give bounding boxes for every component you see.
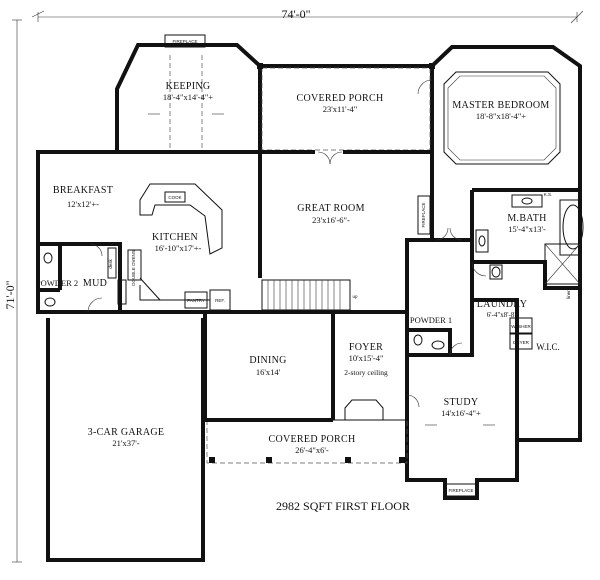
- master-bedroom-name: MASTER BEDROOM: [452, 100, 549, 111]
- floor-title: 2982 SQFT FIRST FLOOR: [276, 499, 410, 513]
- mud-name: MUD: [83, 278, 107, 289]
- ceiling-arrows: [148, 113, 495, 426]
- rear-porch-name: COVERED PORCH: [297, 93, 384, 104]
- front-porch-dim: 26'-4"x6'-: [295, 445, 329, 455]
- kitchen-island: [139, 183, 223, 255]
- great-room-name: GREAT ROOM: [297, 203, 365, 214]
- foyer-note: 2-story ceiling: [344, 368, 388, 377]
- master-bath-dim: 15'-4"x13'-: [508, 224, 546, 234]
- kitchen-dim: 16'-10"x17'+-: [155, 243, 202, 253]
- front-porch-outline: [206, 420, 408, 464]
- keeping-fireplace: [164, 34, 206, 48]
- garage-name: 3-CAR GARAGE: [88, 427, 165, 438]
- powder-fixtures: [43, 252, 445, 350]
- foyer-dim: 10'x15'-4": [349, 353, 384, 363]
- foyer-name: FOYER: [349, 342, 383, 353]
- stairs-up-label: up: [352, 294, 358, 299]
- study-fireplace: [444, 483, 478, 497]
- garage-dim: 21'x37'-: [112, 438, 139, 448]
- ks-label: K.S.: [544, 192, 553, 197]
- breakfast-dim: 12'x12'+-: [67, 199, 99, 209]
- keeping-beams: [169, 55, 203, 150]
- overall-dimensions: [12, 10, 584, 563]
- wic-name: W.I.C.: [536, 342, 559, 352]
- dining-dim: 16'x14': [256, 367, 281, 377]
- front-porch-name: COVERED PORCH: [269, 434, 356, 445]
- great-room-dim: 23'x16'-6"-: [312, 215, 350, 225]
- pantry-label: PANTRY: [187, 298, 205, 303]
- foyer-bay: [344, 399, 384, 420]
- master-bath-name: M.BATH: [507, 213, 546, 224]
- study-fireplace-label: FIREPLACE: [448, 488, 473, 493]
- kitchen-name: KITCHEN: [152, 232, 198, 243]
- master-bedroom-dim: 18'-8"x18'-4"+: [476, 111, 526, 121]
- overall-width-label: 74'-0": [281, 7, 310, 21]
- front-porch-columns: [209, 457, 405, 463]
- breakfast-name: BREAKFAST: [53, 185, 113, 196]
- study-name: STUDY: [444, 397, 479, 408]
- keeping-dim: 18'-4"x14'-4"+: [163, 92, 213, 102]
- keeping-name: KEEPING: [166, 81, 211, 92]
- stairs: [261, 279, 351, 311]
- master-bath-fixtures: [475, 194, 584, 285]
- bench-label: bench: [118, 286, 123, 299]
- study-dim: 14'x16'-4"+: [441, 408, 481, 418]
- doors: [87, 79, 487, 408]
- cook-label: COOK: [168, 195, 181, 200]
- great-room-fireplace-label: FIREPLACE: [421, 202, 426, 227]
- ref-label: REF.: [215, 298, 225, 303]
- laundry-dim: 6'-4"x8'-8": [487, 311, 518, 319]
- laundry-appliances: [509, 317, 533, 350]
- interior-walls: [38, 150, 580, 422]
- rear-porch-columns: [257, 63, 435, 69]
- double-ovens-label: DOUBLE OVENS: [131, 250, 136, 286]
- dryer-label: DRYER: [513, 340, 529, 345]
- powder1-name: POWDER 1: [410, 315, 452, 325]
- linen-label: linen: [566, 289, 571, 299]
- great-room-fireplace: [417, 195, 431, 235]
- washer-label: WASHER: [511, 324, 531, 329]
- dining-name: DINING: [249, 355, 286, 366]
- keeping-fireplace-label: FIREPLACE: [172, 39, 197, 44]
- kitchen-counters: [107, 247, 231, 312]
- rear-porch-outline: [261, 67, 431, 151]
- overall-height-label: 71'-0": [3, 280, 17, 309]
- powder2-name: POWDER 2: [36, 278, 78, 288]
- laundry-name: LAUNDRY: [477, 299, 527, 310]
- desk-label: desk: [108, 259, 113, 269]
- rear-porch-dim: 23'x11'-4": [323, 104, 358, 114]
- tray-ceiling: [443, 71, 561, 165]
